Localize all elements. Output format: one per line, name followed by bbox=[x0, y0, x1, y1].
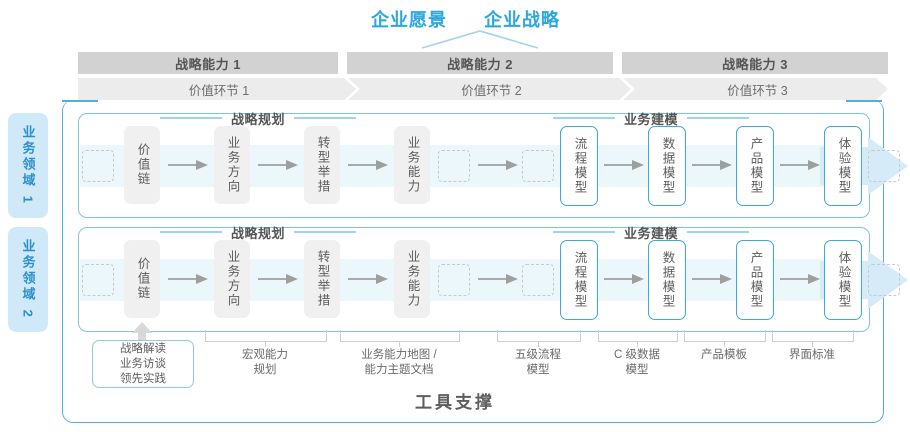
value-chain-2-label: 价值环节 2 bbox=[461, 83, 522, 98]
arrow-up-icon bbox=[132, 322, 152, 342]
arrow-right-icon bbox=[258, 274, 298, 284]
bracket-process-model bbox=[497, 330, 581, 347]
placeholder-box bbox=[438, 150, 470, 182]
deliverable-data-model: C 级数据 模型 bbox=[614, 349, 660, 376]
deliverable-product-template: 产品模板 bbox=[701, 349, 747, 361]
placeholder-box bbox=[438, 264, 470, 296]
chevron-connector-icon bbox=[421, 30, 539, 49]
deliverable-strategy-interpretation[interactable]: 战略解读 业务访谈 领先实践 bbox=[92, 340, 194, 388]
capability-bar-2: 战略能力 2 bbox=[347, 52, 613, 74]
value-chain-3-label: 价值环节 3 bbox=[727, 83, 788, 98]
node-data-model-2[interactable]: 数据模型 bbox=[648, 240, 686, 320]
section-label-planning-2: 战略规划 bbox=[160, 224, 357, 241]
bracket-capability-map bbox=[340, 330, 460, 347]
bracket-stem bbox=[637, 341, 639, 347]
arrow-right-icon bbox=[604, 274, 644, 284]
arrow-right-icon bbox=[258, 160, 298, 170]
node-data-model-1[interactable]: 数据模型 bbox=[648, 126, 686, 206]
arrow-right-icon bbox=[168, 160, 208, 170]
node-value-chain-2[interactable]: 价值链 bbox=[124, 240, 160, 318]
domain-badge-1: 业务领域 1 bbox=[8, 113, 48, 218]
section-rule-right bbox=[294, 117, 357, 119]
section-rule-right bbox=[294, 231, 357, 233]
placeholder-box bbox=[522, 150, 554, 182]
node-business-capability-2[interactable]: 业务能力 bbox=[394, 240, 430, 318]
section-rule-left bbox=[160, 117, 222, 119]
process-track-1: 价值链 业务方向 转型举措 业务能力 流程模型 数据模型 产品模型 体验模型 bbox=[82, 126, 900, 206]
section-rule-right bbox=[687, 117, 750, 119]
enterprise-vision-title: 企业愿景 bbox=[371, 10, 447, 30]
bracket-ui-standard bbox=[772, 330, 854, 347]
bracket-stem bbox=[399, 341, 401, 347]
placeholder-box bbox=[868, 150, 900, 182]
node-value-chain-1[interactable]: 价值链 bbox=[124, 126, 160, 204]
bracket-macro-capability bbox=[205, 330, 327, 347]
value-chain-2: 价值环节 2 bbox=[348, 78, 631, 100]
vision-header: 企业愿景 企业战略 bbox=[0, 6, 910, 32]
node-product-model-1[interactable]: 产品模型 bbox=[736, 126, 774, 206]
section-rule-left bbox=[160, 231, 222, 233]
arrow-right-icon bbox=[692, 274, 732, 284]
arrow-right-icon bbox=[348, 160, 388, 170]
deliverable-capability-map: 业务能力地图 / 能力主题文档 bbox=[361, 349, 437, 376]
bracket-data-model bbox=[598, 330, 678, 347]
deliverable-process-model: 五级流程 模型 bbox=[515, 349, 561, 376]
arrow-right-icon bbox=[780, 274, 820, 284]
process-track-2: 价值链 业务方向 转型举措 业务能力 流程模型 数据模型 产品模型 体验模型 bbox=[82, 240, 900, 320]
section-modeling-2-text: 业务建模 bbox=[624, 225, 679, 241]
section-rule-left bbox=[553, 117, 615, 119]
frame-top-left-segment bbox=[62, 100, 98, 102]
placeholder-box bbox=[868, 264, 900, 296]
node-transformation-2[interactable]: 转型举措 bbox=[304, 240, 340, 318]
bracket-stem bbox=[724, 341, 726, 347]
node-process-model-1[interactable]: 流程模型 bbox=[560, 126, 598, 206]
value-chain-row: 价值环节 1 价值环节 2 价值环节 3 bbox=[78, 78, 888, 100]
node-business-capability-1[interactable]: 业务能力 bbox=[394, 126, 430, 204]
node-process-model-2[interactable]: 流程模型 bbox=[560, 240, 598, 320]
node-product-model-2[interactable]: 产品模型 bbox=[736, 240, 774, 320]
enterprise-strategy-title: 企业战略 bbox=[484, 10, 560, 30]
section-planning-1-text: 战略规划 bbox=[231, 111, 286, 127]
deliverable-macro-capability: 宏观能力 规划 bbox=[242, 349, 288, 376]
section-label-planning-1: 战略规划 bbox=[160, 110, 357, 127]
section-modeling-1-text: 业务建模 bbox=[624, 111, 679, 127]
value-chain-3: 价值环节 3 bbox=[623, 78, 888, 100]
arrow-right-icon bbox=[780, 160, 820, 170]
node-transformation-1[interactable]: 转型举措 bbox=[304, 126, 340, 204]
bracket-stem bbox=[265, 341, 267, 347]
domain-badge-2: 业务领域 2 bbox=[8, 227, 48, 332]
bracket-stem bbox=[538, 341, 540, 347]
section-planning-2-text: 战略规划 bbox=[231, 225, 286, 241]
section-rule-left bbox=[553, 231, 615, 233]
section-label-modeling-2: 业务建模 bbox=[553, 224, 750, 241]
bracket-product-template bbox=[684, 330, 766, 347]
capability-bar-3: 战略能力 3 bbox=[622, 52, 888, 74]
section-label-modeling-1: 业务建模 bbox=[553, 110, 750, 127]
arrow-right-icon bbox=[168, 274, 208, 284]
placeholder-box bbox=[82, 264, 114, 296]
node-business-direction-1[interactable]: 业务方向 bbox=[214, 126, 250, 204]
placeholder-box bbox=[522, 264, 554, 296]
value-chain-1: 价值环节 1 bbox=[78, 78, 356, 100]
arrow-right-icon bbox=[478, 160, 518, 170]
frame-top-right-segment bbox=[846, 100, 882, 102]
value-chain-1-label: 价值环节 1 bbox=[188, 83, 250, 98]
deliverable-ui-standard: 界面标准 bbox=[789, 349, 835, 361]
arrow-right-icon bbox=[478, 274, 518, 284]
placeholder-box bbox=[82, 150, 114, 182]
arrow-right-icon bbox=[692, 160, 732, 170]
footer-title: 工具支撑 bbox=[415, 393, 495, 412]
arrow-right-icon bbox=[604, 160, 644, 170]
node-experience-model-1[interactable]: 体验模型 bbox=[824, 126, 862, 206]
arrow-right-icon bbox=[348, 274, 388, 284]
section-rule-right bbox=[687, 231, 750, 233]
bracket-stem bbox=[812, 341, 814, 347]
node-experience-model-2[interactable]: 体验模型 bbox=[824, 240, 862, 320]
node-business-direction-2[interactable]: 业务方向 bbox=[214, 240, 250, 318]
capability-bar-1: 战略能力 1 bbox=[78, 52, 338, 74]
